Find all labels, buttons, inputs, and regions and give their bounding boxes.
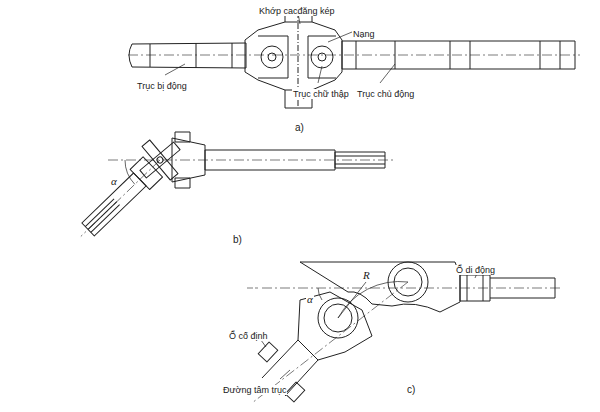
output-shaft bbox=[205, 150, 335, 170]
driven-shaft bbox=[196, 43, 197, 68]
lower-yoke bbox=[285, 382, 305, 402]
part-label-text: Ổ di động bbox=[455, 265, 496, 275]
part-label: Ổ di động bbox=[455, 260, 496, 276]
part-label-text: Trục bị động bbox=[136, 81, 188, 91]
angle-arc bbox=[125, 160, 135, 184]
input-shaft bbox=[71, 150, 170, 247]
part-label-text: Ổ cố định bbox=[228, 331, 269, 341]
input-shaft bbox=[81, 160, 160, 236]
part-label: Trục chữ thập bbox=[292, 84, 350, 100]
lower-yoke bbox=[258, 342, 278, 362]
driving-shaft bbox=[450, 41, 451, 69]
upper-yoke bbox=[555, 278, 556, 298]
driven-shaft bbox=[232, 43, 233, 68]
driven-shaft bbox=[150, 44, 151, 67]
output-shaft bbox=[175, 178, 190, 188]
driven-shaft bbox=[129, 43, 246, 68]
radius-symbol-text: R bbox=[362, 269, 371, 281]
driving-shaft bbox=[128, 55, 580, 56]
double-joint-housing bbox=[311, 46, 333, 68]
leader-line bbox=[258, 271, 478, 379]
lower-yoke bbox=[285, 382, 305, 402]
radius-arc bbox=[338, 282, 366, 318]
horizontal-axis bbox=[262, 288, 560, 289]
part-label: Khớp cacđăng kép bbox=[258, 1, 335, 17]
double-joint-housing bbox=[318, 53, 326, 61]
angle-arc bbox=[125, 160, 135, 184]
leader-line bbox=[165, 13, 395, 83]
upper-yoke bbox=[300, 262, 460, 312]
angle-symbol-text: α bbox=[110, 175, 118, 187]
radius-arc bbox=[338, 281, 408, 318]
input-shaft bbox=[85, 199, 114, 227]
angle-arc bbox=[318, 288, 322, 300]
output-shaft bbox=[172, 138, 205, 182]
figure-label: a) bbox=[294, 118, 305, 134]
output-shaft bbox=[335, 152, 385, 168]
driving-shaft bbox=[128, 41, 580, 69]
leader-line bbox=[380, 64, 395, 83]
figure-label-text: c) bbox=[406, 384, 416, 395]
lower-yoke bbox=[298, 292, 372, 360]
leader-line bbox=[328, 32, 352, 42]
double-joint-housing bbox=[268, 53, 276, 61]
radius-symbol: R bbox=[362, 266, 371, 282]
leader-line bbox=[318, 66, 322, 83]
lower-yoke bbox=[258, 342, 278, 362]
upper-yoke bbox=[490, 298, 555, 299]
horizontal-axis bbox=[247, 288, 253, 289]
upper-yoke bbox=[460, 275, 490, 301]
horizontal-axis bbox=[247, 288, 560, 289]
radius-arc bbox=[338, 281, 408, 318]
driving-shaft bbox=[540, 41, 541, 69]
double-joint-housing bbox=[261, 46, 283, 68]
figure-label: c) bbox=[406, 380, 416, 396]
upper-yoke bbox=[490, 278, 555, 279]
output-shaft bbox=[175, 132, 190, 142]
double-joint-housing bbox=[285, 22, 312, 23]
upper-yoke bbox=[467, 275, 468, 301]
leader-line bbox=[280, 370, 290, 379]
driving-shaft bbox=[356, 41, 357, 69]
angle-arc bbox=[318, 288, 322, 300]
input-shaft bbox=[91, 205, 120, 233]
angle-symbol: α bbox=[306, 290, 314, 306]
output-shaft bbox=[335, 164, 385, 165]
angle-symbol-text: α bbox=[306, 293, 314, 305]
part-label-text: Trục chủ động bbox=[356, 89, 415, 99]
output-shaft bbox=[335, 156, 385, 157]
part-label: Trục bị động bbox=[136, 76, 188, 92]
horizontal-axis bbox=[255, 288, 258, 289]
driven-shaft bbox=[129, 43, 246, 68]
angle-symbol: α bbox=[110, 172, 118, 188]
part-label: Đường tâm trục bbox=[222, 380, 287, 396]
double-joint-housing bbox=[258, 36, 288, 78]
part-label-text: Nạng bbox=[352, 29, 376, 39]
part-label: Ổ cố định bbox=[228, 326, 269, 342]
part-label: Trục chủ động bbox=[356, 84, 415, 100]
leader-line bbox=[165, 64, 185, 75]
figure-label-text: b) bbox=[232, 234, 243, 245]
part-label-text: Đường tâm trục bbox=[222, 385, 287, 395]
part-label-text: Khớp cacđăng kép bbox=[258, 6, 335, 16]
figure-label-text: a) bbox=[294, 122, 305, 133]
output-shaft bbox=[172, 132, 385, 188]
upper-yoke bbox=[483, 275, 484, 301]
part-label: Nạng bbox=[352, 24, 376, 40]
figure-label: b) bbox=[232, 230, 243, 246]
double-joint-housing bbox=[308, 36, 336, 78]
part-label-text: Trục chữ thập bbox=[292, 89, 350, 99]
